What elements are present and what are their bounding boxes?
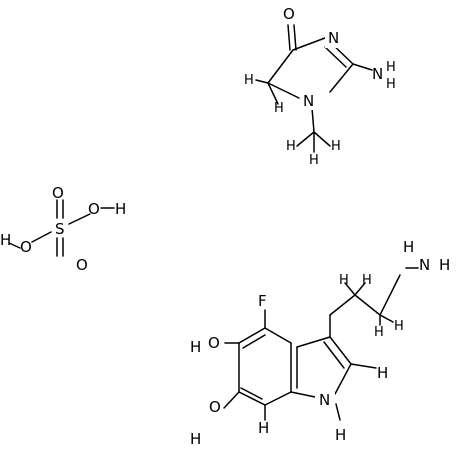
hydrogen-atom-label: H	[115, 200, 126, 218]
creatinine-molecule: O N N H H H H N H H H	[244, 3, 396, 168]
hydrogen-atom-label: H	[374, 325, 384, 340]
hydrogen-atom-label: H	[335, 426, 346, 444]
sulfuric-acid-molecule: O S O O H O H	[0, 184, 126, 274]
oxygen-atom-label: O	[52, 184, 64, 202]
oxygen-atom-label: O	[76, 256, 88, 274]
hydrogen-atom-label: H	[0, 231, 11, 249]
nitrogen-atom-label: N	[372, 65, 383, 83]
nitrogen-atom-label: N	[319, 391, 330, 409]
hydrogen-atom-label: H	[190, 430, 201, 448]
hydrogen-atom-label: H	[258, 419, 269, 437]
hydrogen-atom-label: H	[439, 256, 450, 274]
hydrogen-atom-label: H	[394, 319, 404, 334]
nitrogen-atom-label: N	[328, 29, 339, 47]
oxygen-atom-label: O	[88, 200, 100, 218]
hydrogen-atom-label: H	[190, 338, 201, 356]
hydrogen-atom-label: H	[386, 60, 396, 75]
tryptamine-molecule: F H O O H H N H H H H H H H N H	[190, 238, 450, 448]
nitrogen-atom-label: N	[303, 92, 314, 110]
hydrogen-atom-label: H	[403, 238, 414, 256]
hydrogen-atom-label: H	[286, 139, 296, 154]
hydrogen-atom-label: H	[331, 139, 341, 154]
hydrogen-atom-label: H	[386, 77, 396, 92]
hydrogen-atom-label: H	[244, 73, 254, 88]
fluorine-atom-label: F	[258, 292, 267, 310]
hydrogen-atom-label: H	[377, 364, 388, 382]
sulfur-atom-label: S	[55, 220, 65, 238]
oxygen-atom-label: O	[209, 398, 221, 416]
oxygen-atom-label: O	[20, 238, 32, 256]
nitrogen-atom-label: N	[419, 256, 430, 274]
oxygen-atom-label: O	[208, 334, 220, 352]
hydrogen-atom-label: H	[309, 153, 319, 168]
hydrogen-atom-label: H	[362, 273, 372, 288]
oxygen-atom-label: O	[283, 5, 295, 23]
hydrogen-atom-label: H	[339, 273, 349, 288]
hydrogen-atom-label: H	[274, 101, 284, 116]
